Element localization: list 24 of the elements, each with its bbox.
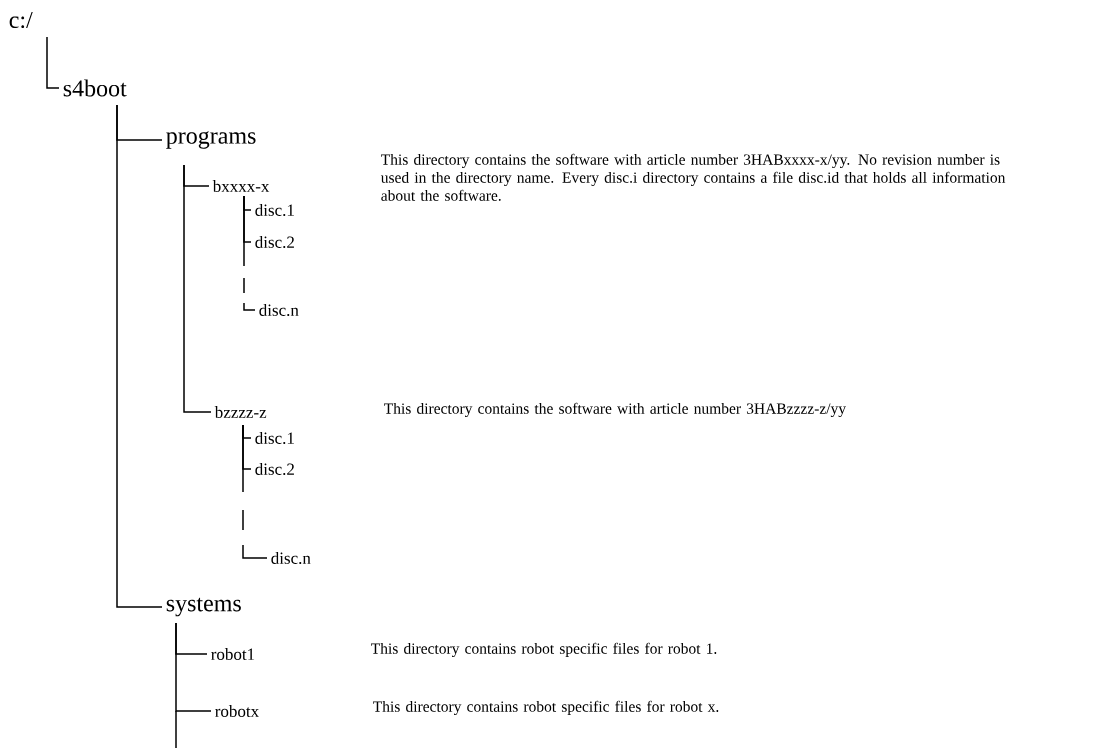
folder-name: robot1 (211, 648, 255, 660)
folder-name: s4boot (63, 79, 127, 97)
description-text: This directory contains robot specific files for robot x. (373, 700, 719, 715)
description-text: This directory contains the software with article number 3HABxxxx-x/yy. No revision number is used in the directory name. Every disc.i directory contains a file disc.id that holds all information about the software. (380, 153, 1006, 201)
tree-line (243, 195, 256, 311)
folder-name: disc.2 (255, 463, 294, 475)
folder-name: disc.1 (255, 204, 294, 216)
tree-line (46, 36, 60, 89)
folder-name: bzzzz-z (214, 406, 267, 418)
folder-name: systems (166, 597, 241, 617)
folder-name: disc.1 (255, 432, 294, 444)
folder-name: c:/ (9, 11, 33, 29)
description-text: This directory contains the software with article number 3HABzzzz-z/yy (384, 402, 846, 417)
folder-name: bxxxx-x (212, 180, 270, 192)
tree-line (183, 164, 212, 413)
folder-name: disc.n (271, 552, 311, 564)
folder-name: disc.2 (255, 236, 294, 248)
tree-line (242, 424, 268, 559)
folder-name: disc.n (259, 304, 299, 316)
tree-line (175, 622, 212, 712)
folder-name: robotx (215, 705, 259, 717)
folder-name: programs (166, 131, 256, 149)
tree-line (116, 104, 163, 608)
description-text: This directory contains robot specific files for robot 1. (371, 642, 717, 657)
